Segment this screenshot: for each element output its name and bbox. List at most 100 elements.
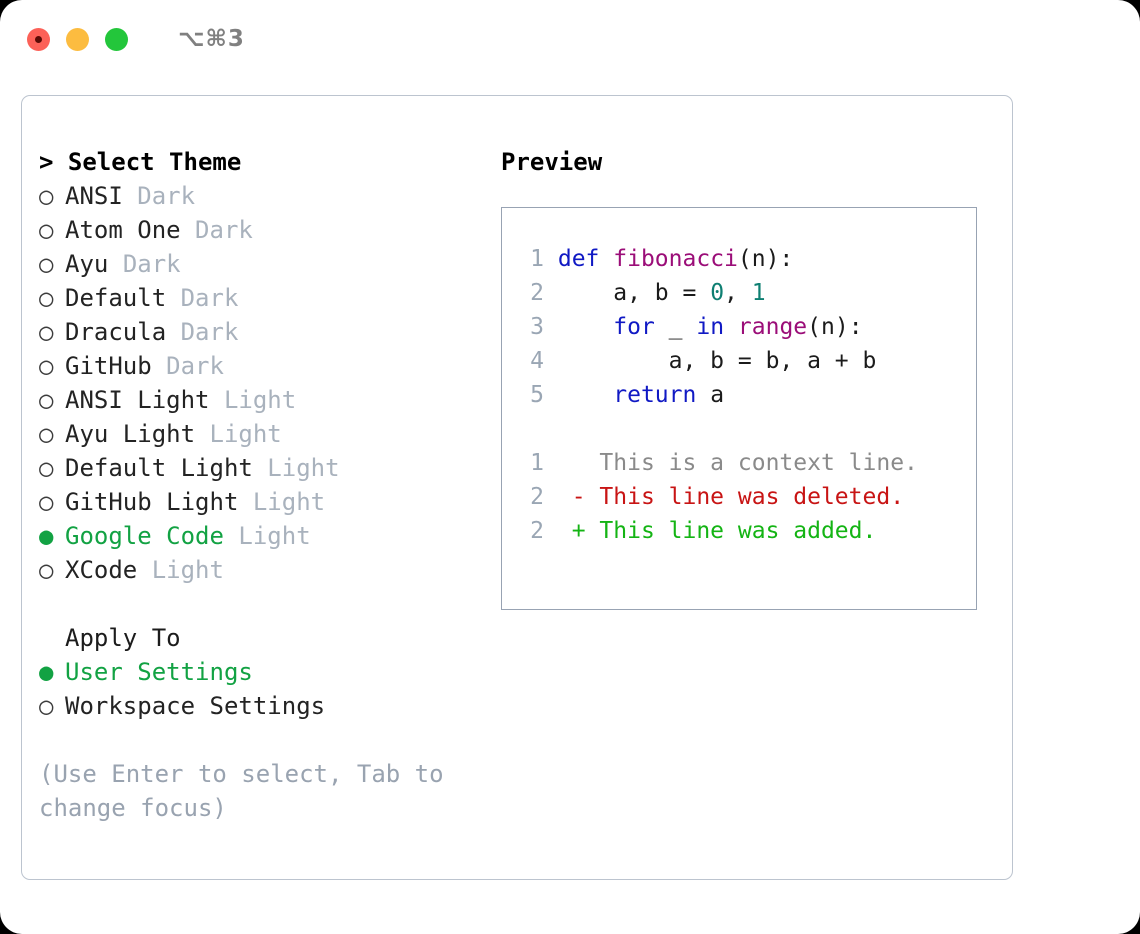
- theme-name: Default Light: [65, 454, 253, 482]
- diff-marker: +: [571, 518, 586, 544]
- code-token-plain: (n):: [807, 314, 863, 340]
- code-token-kw: def: [557, 246, 600, 272]
- theme-list-item[interactable]: ○ GitHub Dark: [39, 349, 479, 383]
- code-token-kw: in: [696, 314, 725, 340]
- theme-list-item[interactable]: ○Default Light Light: [39, 451, 479, 485]
- radio-unselected-icon: ○: [39, 250, 54, 278]
- diff-line: 2 + This line was added.: [502, 514, 976, 548]
- theme-name: Ayu Light: [65, 420, 196, 448]
- radio-unselected-icon: ○: [39, 386, 54, 414]
- theme-name-tag-gap: [253, 454, 267, 482]
- diff-sample: 1 This is a context line.2 - This line w…: [502, 446, 976, 548]
- theme-name: ANSI Light: [65, 386, 210, 414]
- theme-variant-tag: Light: [209, 420, 282, 448]
- theme-name: Dracula: [65, 318, 167, 346]
- code-line: 4 a, b = b, a + b: [502, 344, 976, 378]
- theme-name: Google Code: [65, 522, 224, 550]
- theme-list-item[interactable]: ○GitHub Light Light: [39, 485, 479, 519]
- apply-to-label-text: Apply To: [65, 624, 181, 652]
- theme-name: Atom One: [65, 216, 181, 244]
- theme-name-tag-gap: [166, 284, 180, 312]
- theme-list-item[interactable]: ○ ANSI Light Light: [39, 383, 479, 417]
- code-token-plain: [558, 382, 613, 408]
- code-token-plain: [724, 314, 738, 340]
- code-line: 5 return a: [502, 378, 976, 412]
- theme-name-tag-gap: [224, 522, 238, 550]
- theme-name: XCode: [65, 556, 138, 584]
- code-gutter-gap: [544, 246, 558, 272]
- apply-to-item[interactable]: ●User Settings: [39, 655, 479, 689]
- theme-name: ANSI: [65, 182, 123, 210]
- code-line: 2 a, b = 0, 1: [502, 276, 976, 310]
- theme-list-item[interactable]: ○XCode Light: [39, 553, 479, 587]
- radio-unselected-icon: ○: [39, 182, 54, 210]
- theme-name: GitHub: [65, 352, 152, 380]
- diff-marker: -: [571, 484, 586, 510]
- preview-title: Preview: [501, 148, 603, 176]
- diff-gutter-gap: [544, 518, 572, 544]
- diff-line-number: 2: [530, 518, 544, 544]
- code-token-kw: return: [613, 382, 697, 408]
- code-gutter-gap: [544, 314, 558, 340]
- code-line-number: 1: [530, 246, 544, 272]
- theme-name-tag-gap: [195, 420, 209, 448]
- theme-list-item[interactable]: ○Default Dark: [39, 281, 479, 315]
- theme-name: Ayu: [65, 250, 109, 278]
- theme-selector-panel: > Select Theme ○ANSI Dark○Atom One Dark○…: [39, 145, 479, 825]
- apply-to-label: Apply To: [39, 621, 479, 655]
- theme-variant-tag: Light: [223, 386, 297, 414]
- theme-list-item[interactable]: ○Ayu Dark: [39, 247, 479, 281]
- theme-name-tag-gap: [123, 182, 137, 210]
- preview-panel: Preview 1 def fibonacci(n):2 a, b = 0, 1…: [501, 145, 991, 610]
- code-token-plain: a, b =: [557, 280, 711, 306]
- title-bar: ⌥⌘3: [0, 0, 1140, 78]
- radio-selected-icon: ●: [39, 522, 54, 550]
- apply-to-item-label: User Settings: [65, 658, 253, 686]
- hint-line-1: (Use Enter to select, Tab to: [39, 760, 444, 788]
- keyboard-shortcut-label: ⌥⌘3: [178, 25, 245, 52]
- code-token-plain: a, b = b, a + b: [557, 348, 877, 374]
- theme-list-item[interactable]: ● Google Code Light: [39, 519, 479, 553]
- diff-marker: [572, 450, 586, 476]
- theme-list-item[interactable]: ○Dracula Dark: [39, 315, 479, 349]
- diff-gutter-gap: [544, 450, 572, 476]
- theme-variant-tag: Dark: [180, 284, 239, 312]
- theme-variant-tag: Dark: [137, 182, 196, 210]
- diff-line-number: 2: [530, 484, 544, 510]
- diff-text: This is a context line.: [585, 450, 918, 476]
- heading-text: Select Theme: [67, 148, 242, 176]
- radio-unselected-icon: ○: [39, 488, 54, 516]
- code-token-plain: ,: [724, 280, 752, 306]
- theme-list-item[interactable]: ○ Atom One Dark: [39, 213, 479, 247]
- theme-name-tag-gap: [238, 488, 252, 516]
- theme-variant-tag: Dark: [166, 352, 224, 380]
- code-line-number: 4: [530, 348, 544, 374]
- close-button[interactable]: [27, 27, 50, 51]
- theme-variant-tag: Light: [238, 522, 311, 550]
- diff-line: 2 - This line was deleted.: [502, 480, 976, 514]
- code-token-fn: fibonacci: [613, 246, 738, 272]
- diff-line: 1 This is a context line.: [502, 446, 976, 480]
- theme-variant-tag: Light: [252, 488, 326, 516]
- code-diff-spacer: [502, 412, 976, 446]
- radio-unselected-icon: ○: [39, 352, 54, 380]
- zoom-button[interactable]: [105, 27, 128, 51]
- theme-list: ○ANSI Dark○Atom One Dark○Ayu Dark○Defaul…: [39, 179, 479, 587]
- theme-panel-heading: > Select Theme: [39, 145, 479, 179]
- theme-name-tag-gap: [108, 250, 122, 278]
- radio-unselected-icon: ○: [39, 556, 54, 584]
- theme-list-item[interactable]: ○ ANSI Dark: [39, 179, 479, 213]
- radio-unselected-icon: ○: [39, 216, 54, 244]
- theme-variant-tag: Dark: [195, 216, 253, 244]
- apply-to-item[interactable]: ○Workspace Settings: [39, 689, 479, 723]
- code-token-num: 0: [710, 280, 725, 306]
- radio-unselected-icon: ○: [39, 284, 54, 312]
- code-token-plain: (n):: [737, 246, 794, 272]
- theme-list-item[interactable]: ○Ayu Light Light: [39, 417, 479, 451]
- apply-to-marker-spacer: [39, 621, 65, 655]
- minimize-button[interactable]: [66, 27, 89, 51]
- code-token-plain: a: [696, 382, 725, 408]
